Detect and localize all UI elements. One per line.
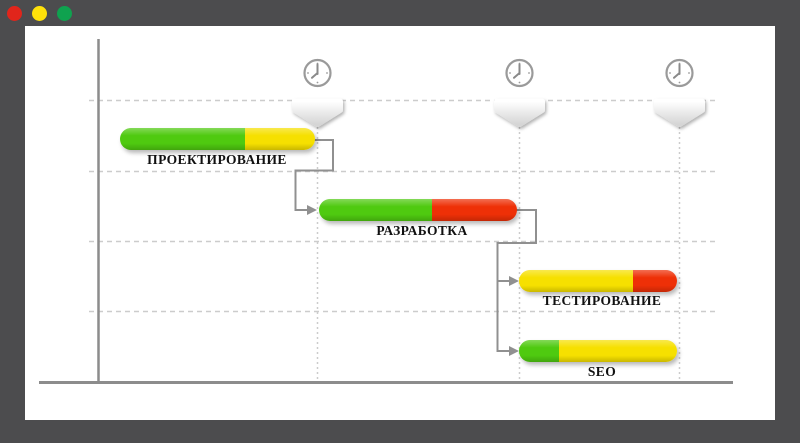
clock-icon <box>665 58 694 88</box>
bar-segment <box>244 128 315 150</box>
bar-segment <box>519 340 559 362</box>
milestone-flag-icon <box>497 102 542 125</box>
bar-segment <box>431 199 517 221</box>
task-label-proektirovanie: ПРОЕКТИРОВАНИЕ <box>147 152 287 167</box>
connector-task1-task2 <box>294 139 334 211</box>
milestone-marker[interactable] <box>295 58 340 125</box>
bar-segment <box>120 128 245 150</box>
minimize-button[interactable] <box>32 6 47 21</box>
arrowhead-icon <box>307 205 317 215</box>
bar-segment <box>558 340 677 362</box>
task-bar-razrabotka[interactable] <box>319 199 517 221</box>
connector-task2-task3-task4 <box>496 209 537 352</box>
bar-segment <box>319 199 432 221</box>
connector-arrows <box>294 139 537 352</box>
close-button[interactable] <box>7 6 22 21</box>
milestone-flag-icon <box>657 102 702 125</box>
chart-layer <box>39 39 733 384</box>
milestone-flag-icon <box>295 102 340 125</box>
task-label-seo: SEO <box>587 364 617 379</box>
arrowhead-icon <box>509 346 519 356</box>
clock-icon <box>505 58 534 88</box>
task-label-razrabotka: РАЗРАБОТКА <box>376 223 468 238</box>
gantt-chart-panel: ПРОЕКТИРОВАНИЕ РАЗРАБОТКА ТЕСТИРОВАНИЕ S… <box>25 26 775 420</box>
task-bar-proektirovanie[interactable] <box>120 128 315 150</box>
task-label-testirovanie: ТЕСТИРОВАНИЕ <box>542 293 662 308</box>
maximize-button[interactable] <box>57 6 72 21</box>
milestone-marker[interactable] <box>657 58 702 125</box>
milestone-marker[interactable] <box>497 58 542 125</box>
arrowheads <box>307 205 519 356</box>
task-bar-seo[interactable] <box>519 340 677 362</box>
task-bar-testirovanie[interactable] <box>519 270 677 292</box>
clock-icon <box>303 58 332 88</box>
bar-segment <box>519 270 633 292</box>
bar-segment <box>632 270 677 292</box>
arrowhead-icon <box>509 276 519 286</box>
